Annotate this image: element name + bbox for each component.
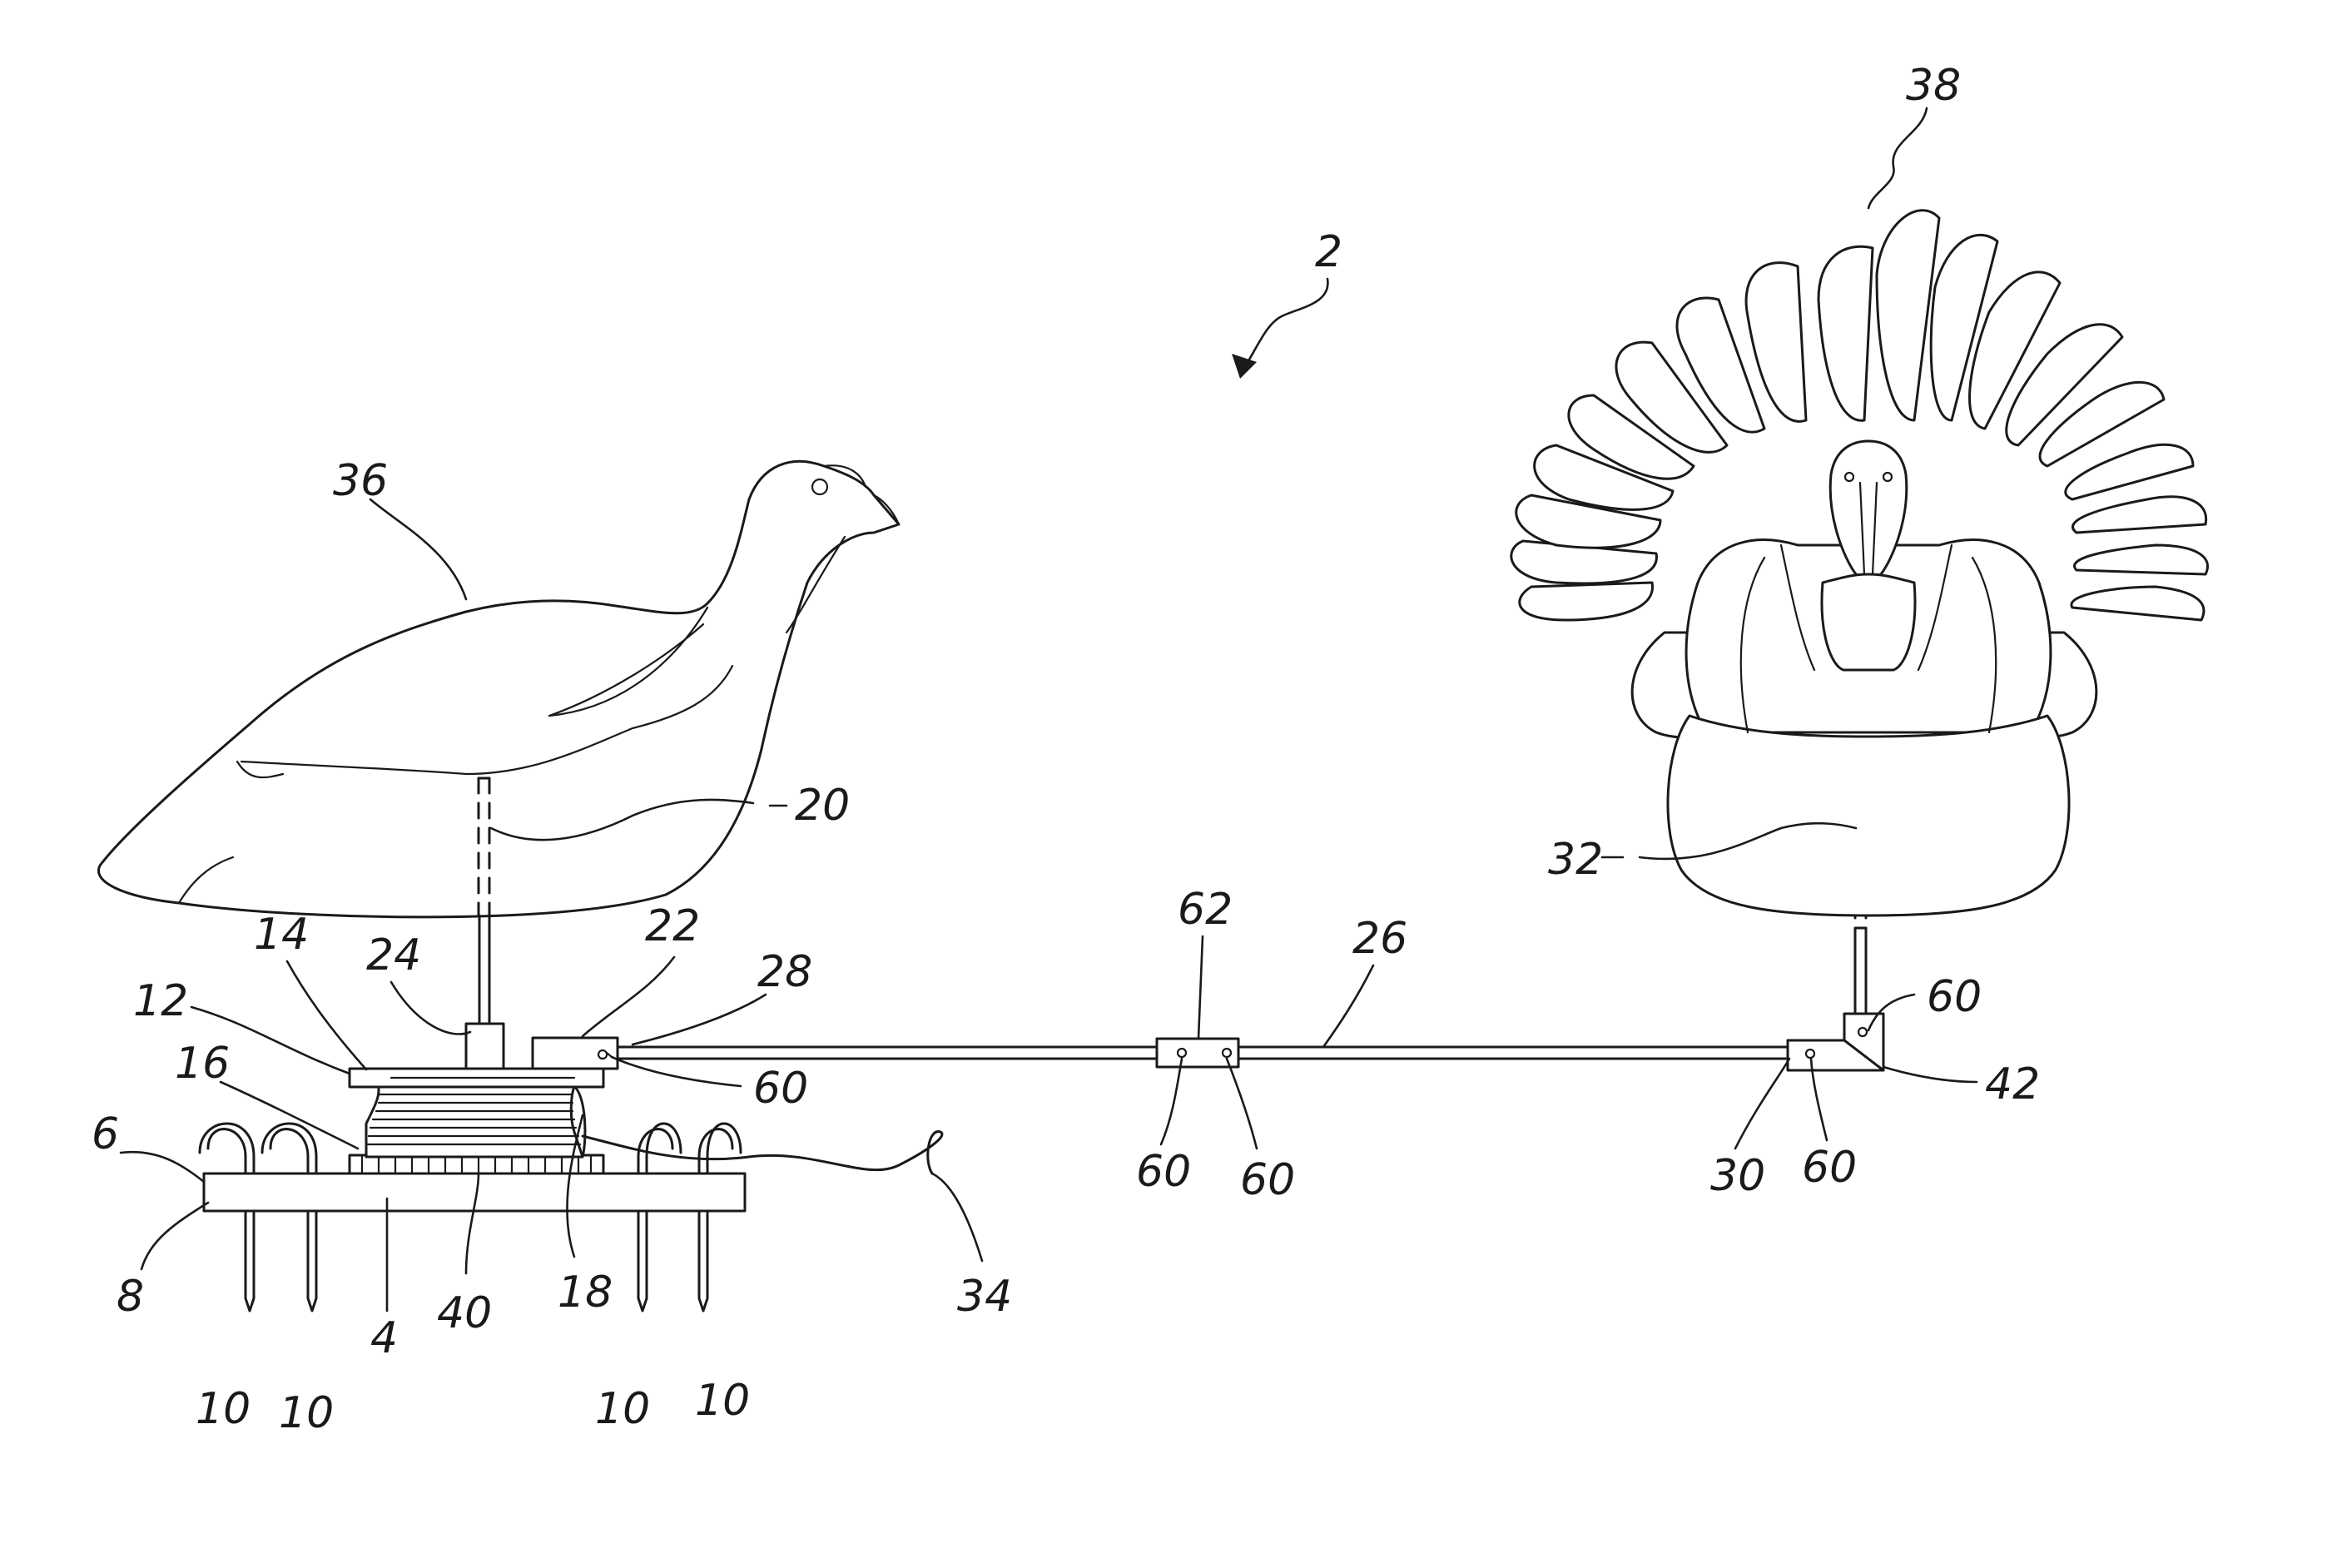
label-60-c: 60 — [1240, 1155, 1295, 1205]
label-10-b: 10 — [279, 1388, 334, 1438]
label-26: 26 — [1352, 914, 1407, 964]
gear-teeth — [360, 1154, 593, 1175]
label-6: 6 — [92, 1109, 119, 1159]
label-60-e: 60 — [1927, 972, 1982, 1022]
label-10-d: 10 — [695, 1376, 750, 1426]
label-22: 22 — [645, 901, 700, 951]
label-60-b: 60 — [1136, 1147, 1191, 1197]
label-62: 62 — [1178, 885, 1233, 935]
hen-decoy — [97, 459, 901, 919]
arm-mount — [531, 1036, 619, 1070]
label-40: 40 — [437, 1288, 492, 1338]
label-30: 30 — [1710, 1151, 1765, 1201]
label-20: 20 — [795, 781, 850, 831]
label-38: 38 — [1906, 61, 1961, 111]
label-4: 4 — [370, 1313, 398, 1363]
label-10-a: 10 — [196, 1384, 251, 1434]
base-assembly — [198, 1022, 747, 1312]
label-28: 28 — [757, 947, 812, 997]
label-12: 12 — [133, 976, 188, 1026]
hen-post — [477, 777, 491, 1025]
leader-lines — [119, 107, 1978, 1312]
post-sleeve — [464, 1022, 505, 1070]
label-32: 32 — [1548, 835, 1603, 885]
spool — [365, 1084, 584, 1159]
stakes — [198, 1122, 742, 1312]
label-34: 34 — [957, 1272, 1012, 1322]
label-8: 8 — [117, 1272, 144, 1322]
label-2: 2 — [1315, 227, 1342, 277]
label-14: 14 — [254, 910, 309, 960]
pull-cord — [581, 1130, 944, 1175]
tom-decoy — [1510, 209, 2209, 917]
spool-windings — [366, 1093, 582, 1146]
reference-labels: 2 38 36 20 32 14 24 22 28 12 16 60 6 8 4… — [92, 61, 2040, 1438]
label-18: 18 — [558, 1268, 613, 1317]
label-16: 16 — [175, 1039, 230, 1089]
label-36: 36 — [333, 456, 388, 506]
arm — [616, 926, 1885, 1072]
label-10-c: 10 — [595, 1384, 650, 1434]
label-60-d: 60 — [1802, 1143, 1857, 1193]
label-60-a: 60 — [753, 1064, 808, 1114]
label-42: 42 — [1985, 1059, 2040, 1109]
label-24: 24 — [366, 930, 421, 980]
tail-fan — [1510, 209, 2209, 622]
